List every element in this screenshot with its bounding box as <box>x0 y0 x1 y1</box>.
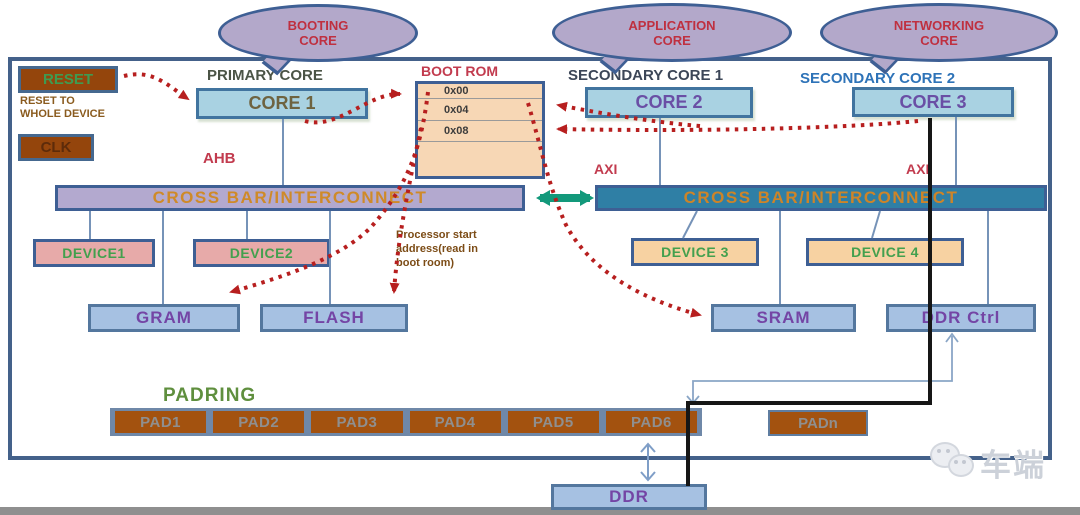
ddr-box: DDR <box>551 484 707 510</box>
boot-rom-row-0x08: 0x08 <box>418 121 542 142</box>
padring-strip: PAD1 PAD2 PAD3 PAD4 PAD5 PAD6 <box>110 408 702 436</box>
networking-core-bubble: NETWORKING CORE <box>820 3 1058 62</box>
processor-start-note: Processor start address(read in boot roo… <box>396 229 478 269</box>
clk-box: CLK <box>18 134 94 161</box>
pad2-box: PAD2 <box>213 411 305 433</box>
core1-box: CORE 1 <box>196 88 368 119</box>
primary-core-label: PRIMARY CORE <box>207 67 323 84</box>
crossbar-left: CROSS BAR/INTERCONNECT <box>55 185 525 211</box>
boot-rom-row-0x04: 0x04 <box>418 99 542 121</box>
ddr-ctrl-box: DDR Ctrl <box>886 304 1036 332</box>
device4-box: DEVICE 4 <box>806 238 964 266</box>
chip-boundary <box>8 57 1052 460</box>
pad6-box: PAD6 <box>605 411 698 433</box>
boot-rom-label: BOOT ROM <box>421 63 498 79</box>
padn-box: PADn <box>768 410 868 436</box>
ahb-bus-label: AHB <box>203 150 236 167</box>
pad1-box: PAD1 <box>115 411 207 433</box>
core2-box: CORE 2 <box>585 87 753 118</box>
secondary-core-2-label: SECONDARY CORE 2 <box>800 70 956 87</box>
device3-box: DEVICE 3 <box>631 238 759 266</box>
boot-rom-box: 0x00 0x04 0x08 <box>415 81 545 179</box>
watermark-text: 车端 <box>980 447 1046 483</box>
crossbar-right: CROSS BAR/INTERCONNECT <box>595 185 1047 211</box>
boot-rom-row-0x00: 0x00 <box>418 84 542 99</box>
application-core-bubble: APPLICATION CORE <box>552 3 792 62</box>
padring-label: PADRING <box>163 385 257 406</box>
reset-note: RESET TO WHOLE DEVICE <box>20 95 105 120</box>
bottom-divider-bar <box>0 507 1080 515</box>
wechat-bubbles-icon <box>928 438 980 486</box>
secondary-core-1-label: SECONDARY CORE 1 <box>568 67 724 84</box>
device2-box: DEVICE2 <box>193 239 330 267</box>
booting-core-bubble: BOOTING CORE <box>218 4 418 62</box>
flash-box: FLASH <box>260 304 408 332</box>
axi-bus-label-left: AXI <box>594 161 618 177</box>
core3-box: CORE 3 <box>852 87 1014 117</box>
device1-box: DEVICE1 <box>33 239 155 267</box>
gram-box: GRAM <box>88 304 240 332</box>
reset-box: RESET <box>18 66 118 93</box>
pad5-box: PAD5 <box>507 411 599 433</box>
sram-box: SRAM <box>711 304 856 332</box>
watermark: 车端 <box>928 436 1080 488</box>
axi-bus-label-right: AXI <box>906 161 930 177</box>
pad3-box: PAD3 <box>311 411 403 433</box>
pad4-box: PAD4 <box>409 411 501 433</box>
